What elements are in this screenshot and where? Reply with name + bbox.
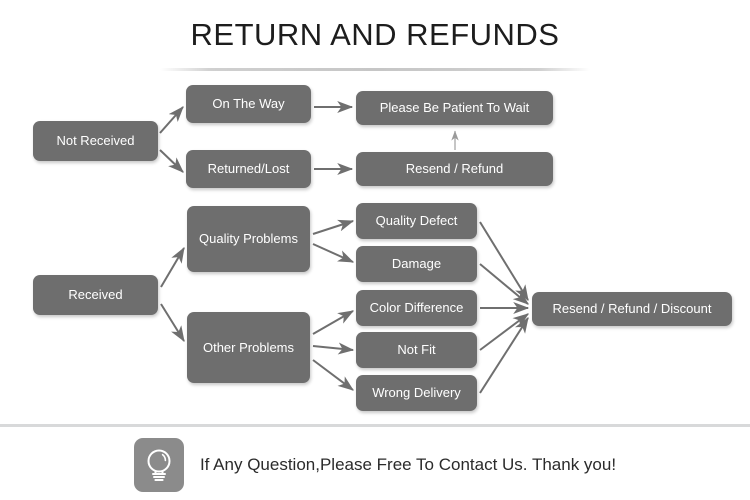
edge-other-problems-not-fit [312, 342, 355, 355]
title-divider [160, 68, 590, 71]
node-damage[interactable]: Damage [356, 246, 477, 282]
edge-received-other-problems [160, 303, 185, 343]
node-wrong-delivery[interactable]: Wrong Delivery [356, 375, 477, 411]
lightbulb-icon [133, 438, 184, 492]
edge-received-quality-problems [160, 246, 185, 288]
page-title: RETURN AND REFUNDS [190, 17, 560, 52]
edge-quality-problems-quality-defect [312, 219, 355, 235]
edge-wrong-delivery-final [479, 316, 529, 394]
edge-other-problems-wrong-delivery [312, 359, 354, 391]
edge-not-received-on-the-way [159, 106, 184, 134]
edge-other-problems-color-difference [312, 310, 355, 335]
edge-not-received-returned-lost [159, 149, 184, 173]
footer-divider [0, 424, 750, 427]
edge-quality-defect-final [479, 221, 529, 302]
node-quality-problems[interactable]: Quality Problems [187, 206, 310, 272]
node-quality-defect[interactable]: Quality Defect [356, 203, 477, 239]
node-please-be-patient-to-wait[interactable]: Please Be Patient To Wait [356, 91, 553, 125]
node-returned-lost[interactable]: Returned/Lost [186, 150, 311, 188]
node-resend-refund-discount[interactable]: Resend / Refund / Discount [532, 292, 732, 326]
node-received[interactable]: Received [33, 275, 158, 315]
node-color-difference[interactable]: Color Difference [356, 290, 477, 326]
footer-contact-bar: If Any Question,Please Free To Contact U… [0, 434, 750, 496]
node-not-received[interactable]: Not Received [33, 121, 158, 161]
node-not-fit[interactable]: Not Fit [356, 332, 477, 368]
edge-quality-problems-damage [312, 243, 355, 263]
edge-not-fit-final [479, 313, 529, 351]
node-on-the-way[interactable]: On The Way [186, 85, 311, 123]
edge-damage-final [479, 263, 529, 305]
node-other-problems[interactable]: Other Problems [187, 312, 310, 383]
node-resend-refund[interactable]: Resend / Refund [356, 152, 553, 186]
footer-text: If Any Question,Please Free To Contact U… [199, 455, 617, 474]
